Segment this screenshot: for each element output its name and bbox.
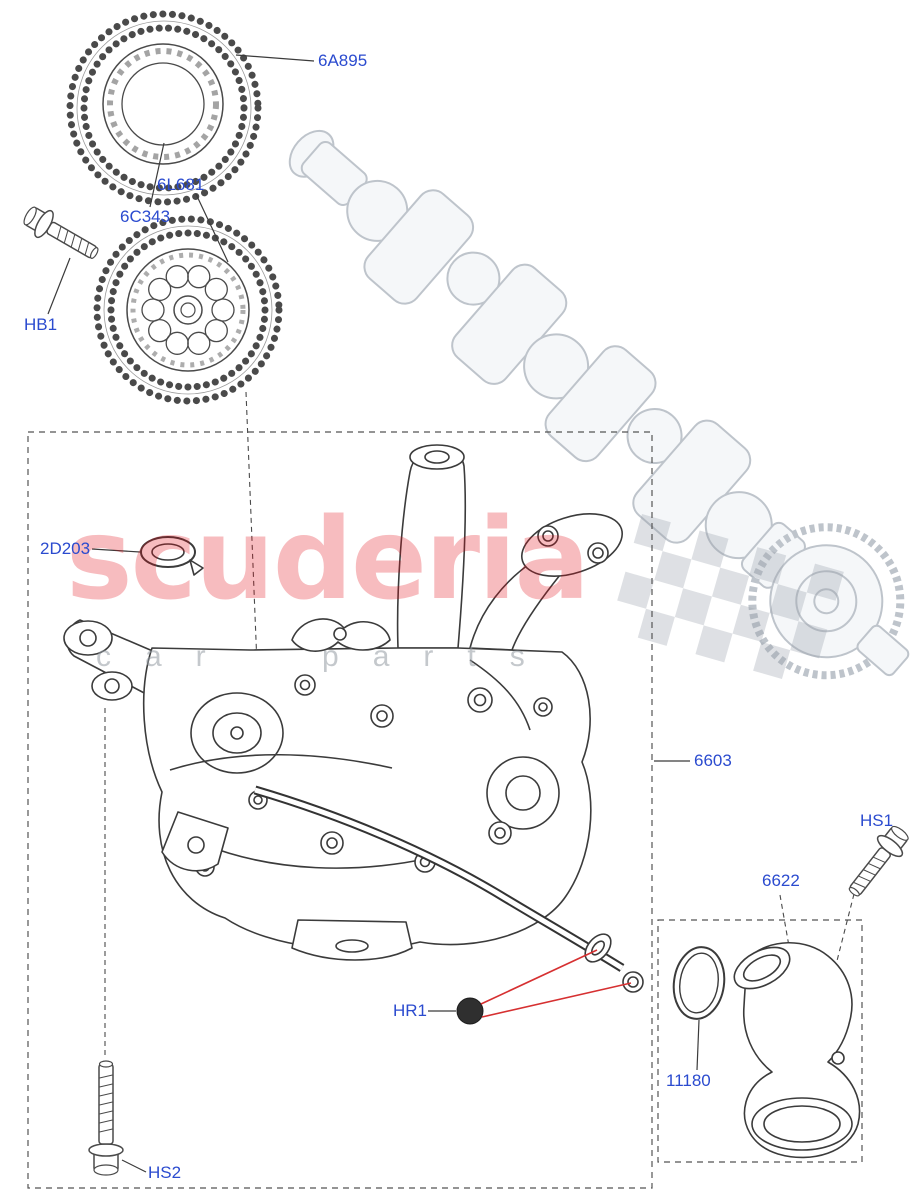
pickup-tube-drawing: [672, 941, 861, 1159]
part-label-6c343[interactable]: 6C343: [120, 207, 171, 226]
hr1-plug-ball: [456, 997, 484, 1025]
part-label-6603[interactable]: 6603: [694, 751, 732, 770]
checkered-flag-watermark: [617, 514, 844, 679]
hb1-bolt: [18, 200, 105, 268]
part-label-2d203[interactable]: 2D203: [40, 539, 91, 558]
part-label-hs2[interactable]: HS2: [148, 1163, 182, 1182]
hs2-bolt: [88, 1060, 124, 1176]
part-label-11180[interactable]: 11180: [666, 1071, 711, 1090]
part-label-6622[interactable]: 6622: [762, 871, 800, 890]
part-label-hs1[interactable]: HS1: [860, 811, 894, 830]
pickup-group-box: [657, 919, 863, 1163]
callout-lines: [47, 54, 700, 1173]
part-label-6l681[interactable]: 6L681: [157, 175, 205, 194]
part-label-6a895[interactable]: 6A895: [318, 51, 368, 70]
part-label-hr1[interactable]: HR1: [393, 1001, 428, 1020]
main-part-group-box: [27, 431, 653, 1189]
hr1-red-pointer-lines: [480, 949, 632, 1018]
timing-chain-drawing: [66, 10, 283, 405]
part-label-hb1[interactable]: HB1: [24, 315, 58, 334]
hs1-bolt: [840, 820, 915, 904]
crankshaft-ghost-drawing: [288, 129, 910, 680]
oil-pump-drawing: [63, 444, 644, 993]
